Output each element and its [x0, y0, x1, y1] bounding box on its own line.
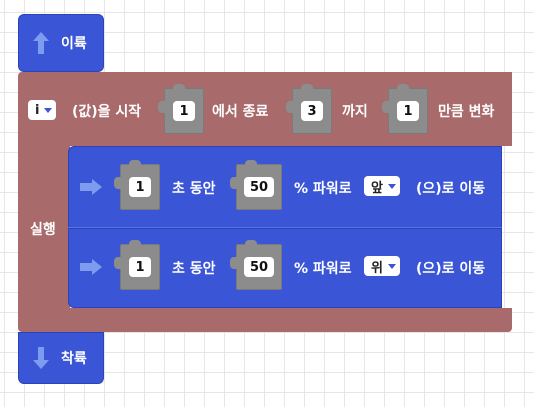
seconds-text: 초 동안 — [172, 261, 216, 277]
variable-dropdown[interactable]: i — [28, 100, 57, 120]
direction-value: 앞 — [371, 180, 383, 196]
right-arrow-icon — [80, 179, 102, 195]
power-value[interactable]: 50 — [243, 177, 275, 197]
move-text: (으)로 이동 — [416, 261, 486, 277]
start-value[interactable]: 1 — [173, 101, 195, 121]
end-value[interactable]: 3 — [301, 101, 323, 121]
power-text: % 파워로 — [294, 181, 352, 197]
direction-dropdown[interactable]: 앞 — [364, 176, 400, 196]
step-value-slot[interactable]: 1 — [382, 84, 428, 134]
takeoff-block[interactable]: 이륙 — [18, 14, 104, 72]
duration-value[interactable]: 1 — [129, 257, 151, 277]
chevron-down-icon — [387, 263, 396, 269]
land-block[interactable]: 착륙 — [18, 332, 104, 384]
chevron-down-icon — [44, 107, 53, 113]
start-value-slot[interactable]: 1 — [158, 84, 204, 134]
power-value[interactable]: 50 — [243, 257, 275, 277]
repeat-block-footer — [18, 308, 512, 332]
power-slot[interactable]: 50 — [230, 160, 282, 210]
land-label: 착륙 — [61, 351, 87, 367]
duration-value[interactable]: 1 — [129, 177, 151, 197]
loop-end-text: 에서 종료 — [212, 104, 269, 120]
direction-value: 위 — [371, 260, 383, 276]
variable-value: i — [35, 102, 40, 118]
move-text: (으)로 이동 — [416, 181, 486, 197]
duration-slot[interactable]: 1 — [114, 160, 160, 210]
down-arrow-icon — [33, 347, 49, 369]
takeoff-label: 이륙 — [61, 36, 87, 52]
repeat-block-body — [18, 146, 70, 310]
loop-step-text: 만큼 변화 — [438, 104, 495, 120]
loop-value-start-text: (값)을 시작 — [72, 104, 142, 120]
up-arrow-icon — [33, 32, 49, 54]
power-slot[interactable]: 50 — [230, 240, 282, 290]
do-label: 실행 — [30, 222, 56, 238]
chevron-down-icon — [387, 183, 396, 189]
duration-slot[interactable]: 1 — [114, 240, 160, 290]
repeat-block[interactable] — [18, 72, 512, 146]
seconds-text: 초 동안 — [172, 181, 216, 197]
right-arrow-icon — [80, 259, 102, 275]
direction-dropdown[interactable]: 위 — [364, 256, 400, 276]
power-text: % 파워로 — [294, 261, 352, 277]
block-divider — [68, 227, 502, 228]
step-value[interactable]: 1 — [397, 101, 419, 121]
loop-until-text: 까지 — [342, 104, 368, 120]
end-value-slot[interactable]: 3 — [286, 84, 332, 134]
